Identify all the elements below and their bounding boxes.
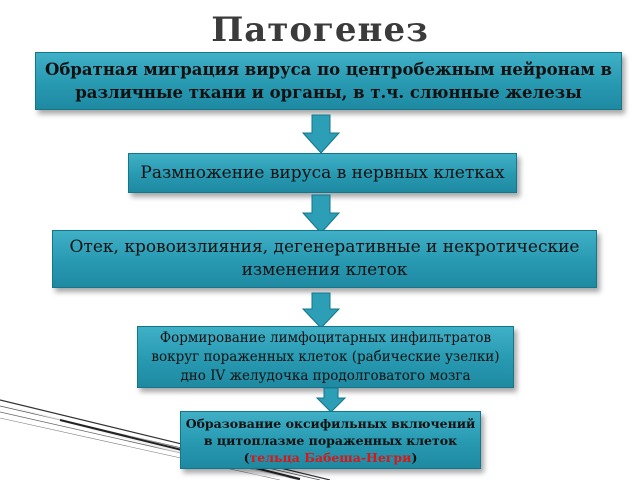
flow-step-5-line-3: (тельца Бабеша-Негри) bbox=[186, 449, 476, 466]
flow-step-4-line-1: Формирование лимфоцитарных инфильтратов bbox=[159, 329, 492, 346]
down-arrow-icon bbox=[302, 292, 340, 329]
flow-step-5-line-2: в цитоплазме пораженных клеток bbox=[203, 432, 458, 448]
flow-step-3-line-1: Отек, кровоизлияния, дегенеративные и не… bbox=[69, 237, 580, 257]
down-arrow-icon bbox=[316, 387, 346, 413]
flow-step-4-line-2: вокруг пораженных клеток (рабические узе… bbox=[151, 348, 500, 365]
flow-step-1-line-1: Обратная миграция вируса по центробежным… bbox=[45, 60, 612, 79]
flow-step-2: Размножение вируса в нервных клетках bbox=[128, 153, 517, 193]
flow-step-5-line-1: Образование оксифильных включений bbox=[185, 415, 476, 431]
open-paren: ( bbox=[243, 449, 250, 465]
flow-step-4-line-3: дно IV желудочка продолговатого мозга bbox=[180, 367, 471, 384]
flow-step-3-line-2: изменения клеток bbox=[241, 260, 408, 280]
flow-step-3: Отек, кровоизлияния, дегенеративные и не… bbox=[52, 230, 597, 288]
flow-step-5: Образование оксифильных включений в цито… bbox=[180, 411, 481, 469]
down-arrow-icon bbox=[302, 114, 340, 154]
close-paren: ) bbox=[411, 449, 418, 465]
flow-step-1: Обратная миграция вируса по центробежным… bbox=[35, 52, 622, 110]
down-arrow-icon bbox=[302, 194, 340, 234]
flow-step-1-line-2: различные ткани и органы, в т.ч. слюнные… bbox=[75, 83, 582, 102]
flow-step-4: Формирование лимфоцитарных инфильтратов … bbox=[137, 326, 514, 388]
flow-step-2-line-1: Размножение вируса в нервных клетках bbox=[140, 163, 505, 183]
babes-negri-highlight: тельца Бабеша-Негри bbox=[249, 449, 412, 465]
slide-title: Патогенез bbox=[211, 10, 429, 50]
